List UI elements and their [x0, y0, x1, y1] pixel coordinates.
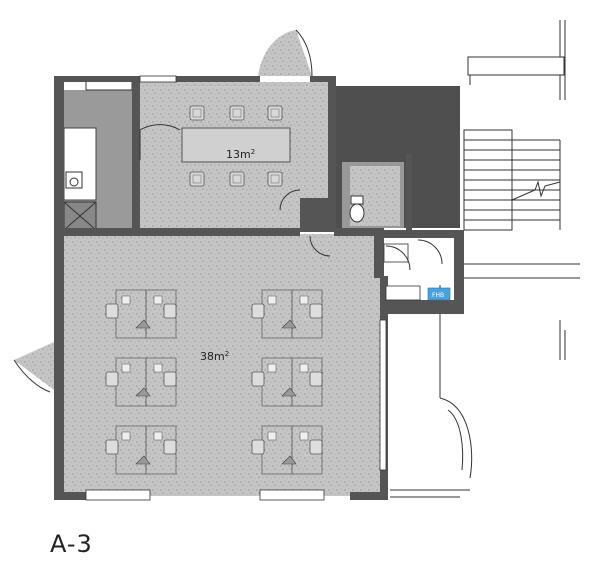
service-core [336, 86, 460, 228]
meeting-room: 13m2 [181, 105, 291, 187]
svg-text:FHB: FHB [432, 292, 444, 299]
windows [85, 75, 421, 501]
office-room-area: 38m2 [200, 350, 229, 363]
meeting-room-area: 13m2 [226, 148, 255, 161]
kitchenette [62, 77, 133, 231]
unit-label: A-3 [50, 530, 93, 558]
office-desks: 38m2 [105, 289, 323, 475]
stair-structure [390, 20, 580, 498]
stair-treads [464, 139, 512, 221]
stair-flight-right [511, 130, 560, 230]
doors [13, 29, 443, 393]
fire-hydrant-badge: FHB [427, 287, 451, 301]
